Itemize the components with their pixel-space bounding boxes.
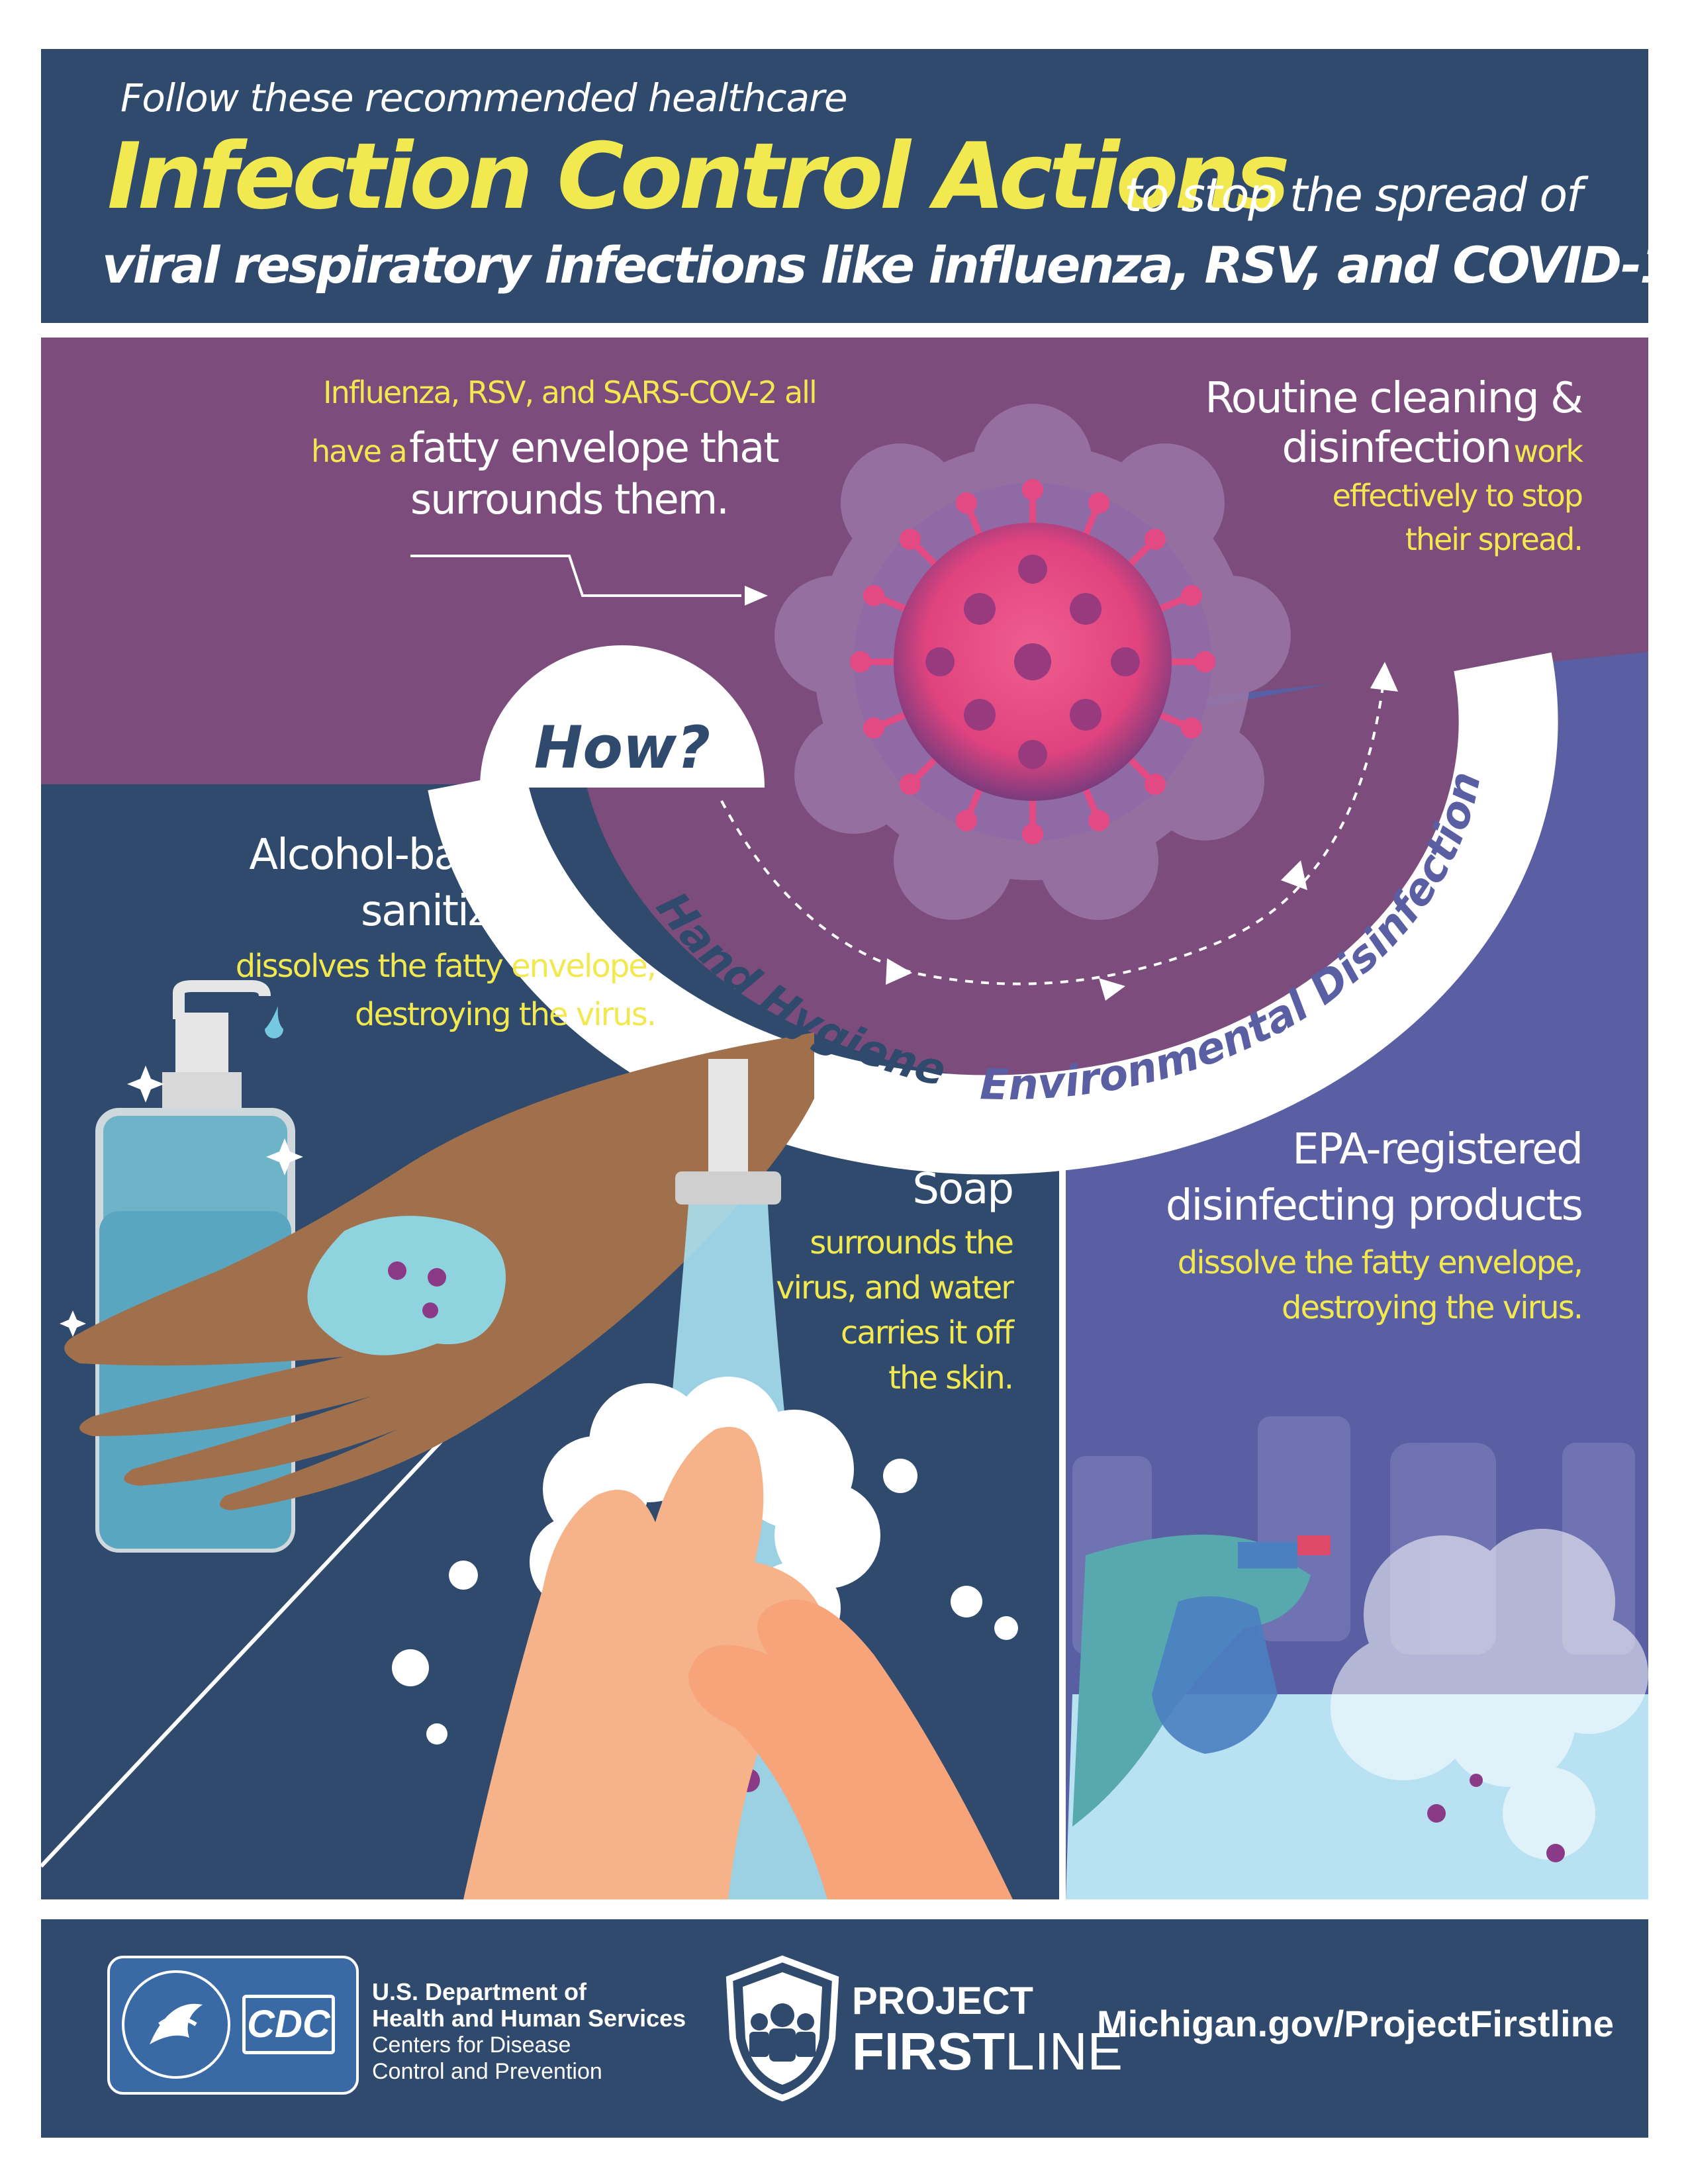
footer: CDC U.S. Department of Health and Human … xyxy=(41,1919,1648,2138)
header-title-tail: to stop the spread of xyxy=(1124,168,1583,222)
hhs-line2: Health and Human Services xyxy=(372,2005,686,2032)
routine-cleaning-line2: disinfection work xyxy=(1282,424,1583,473)
header-banner: Follow these recommended healthcare Infe… xyxy=(41,49,1688,323)
arrow-head-icon xyxy=(886,958,912,985)
hhs-line1: U.S. Department of xyxy=(372,1978,587,2005)
header-subtitle-text: viral respiratory infections like influe… xyxy=(102,236,1688,295)
cdc-line1: Centers for Disease xyxy=(372,2032,571,2058)
pf-line: LINE xyxy=(1005,2022,1123,2081)
spray-bottle-icon xyxy=(1066,1416,1648,1899)
handwashing-icon xyxy=(392,1377,1018,1899)
how-arc xyxy=(428,653,1558,1175)
soap-desc4: the skin. xyxy=(888,1359,1014,1396)
hhs-cdc-logo-box: CDC xyxy=(107,1956,359,2095)
header-subtitle: viral respiratory infections like influe… xyxy=(102,236,1688,295)
soap-desc2: virus, and water xyxy=(776,1269,1014,1306)
header-intro: Follow these recommended healthcare xyxy=(120,75,848,120)
page-title: Infection Control Actions xyxy=(107,123,1290,230)
cdc-logo-icon: CDC xyxy=(242,1995,335,2054)
epa-desc2: destroying the virus. xyxy=(1282,1289,1583,1326)
soap-title: Soap xyxy=(912,1165,1014,1214)
arrow-head-icon xyxy=(1281,860,1307,890)
cdc-name: Centers for Disease Control and Preventi… xyxy=(372,2032,602,2085)
project-firstline-project: PROJECT xyxy=(852,1979,1033,2023)
sanitizer-title2: sanitizer xyxy=(360,887,531,936)
pointer-line xyxy=(410,555,741,597)
project-firstline-url[interactable]: Michigan.gov/ProjectFirstline xyxy=(1097,2003,1615,2044)
epa-title2: disinfecting products xyxy=(1165,1181,1583,1230)
sanitizer-title1: Alcohol-based xyxy=(249,831,531,880)
sanitizer-desc2: destroying the virus. xyxy=(355,996,657,1033)
hand-icon xyxy=(64,1032,815,1510)
epa-desc1: dissolve the fatty envelope, xyxy=(1177,1244,1583,1281)
epa-title1: EPA-registered xyxy=(1292,1125,1583,1174)
faucet-icon xyxy=(675,1059,781,1205)
how-cap xyxy=(480,645,765,788)
routine-cleaning-work: work xyxy=(1513,433,1583,469)
arrow-head-icon xyxy=(1099,978,1125,1001)
routine-cleaning-line1: Routine cleaning & xyxy=(1205,374,1583,423)
shield-icon xyxy=(726,1955,839,2102)
sanitizer-desc1: dissolves the fatty envelope, xyxy=(235,948,657,985)
routine-cleaning-line4: their spread. xyxy=(1405,522,1583,557)
virus-icon xyxy=(774,404,1291,920)
how-question: How? xyxy=(534,713,710,782)
virus-note-have: have a xyxy=(311,433,408,469)
pf-first: FIRST xyxy=(852,2022,1006,2081)
cdc-logo-text: CDC xyxy=(247,2003,330,2046)
virus-note-small: Influenza, RSV, and SARS-COV-2 all xyxy=(323,375,818,410)
arrow-head-icon xyxy=(1370,662,1398,692)
virus-note-big1: fatty envelope that xyxy=(409,424,779,472)
routine-cleaning-line3: effectively to stop xyxy=(1332,478,1583,514)
hhs-name: U.S. Department of Health and Human Serv… xyxy=(372,1979,686,2032)
soap-desc3: carries it off xyxy=(840,1314,1014,1351)
cdc-line2: Control and Prevention xyxy=(372,2059,602,2084)
virus-note-big2: surrounds them. xyxy=(410,475,729,523)
dotted-arrow-path xyxy=(720,681,1385,985)
routine-cleaning-disinfection: disinfection xyxy=(1282,424,1512,473)
arrow-head-icon xyxy=(745,586,768,606)
soap-desc1: surrounds the xyxy=(810,1224,1014,1261)
hhs-eagle-icon xyxy=(122,1970,230,2079)
project-firstline-wordmark: FIRSTLINE xyxy=(852,2025,1123,2078)
virus-note-line2: have a fatty envelope that xyxy=(311,424,780,472)
